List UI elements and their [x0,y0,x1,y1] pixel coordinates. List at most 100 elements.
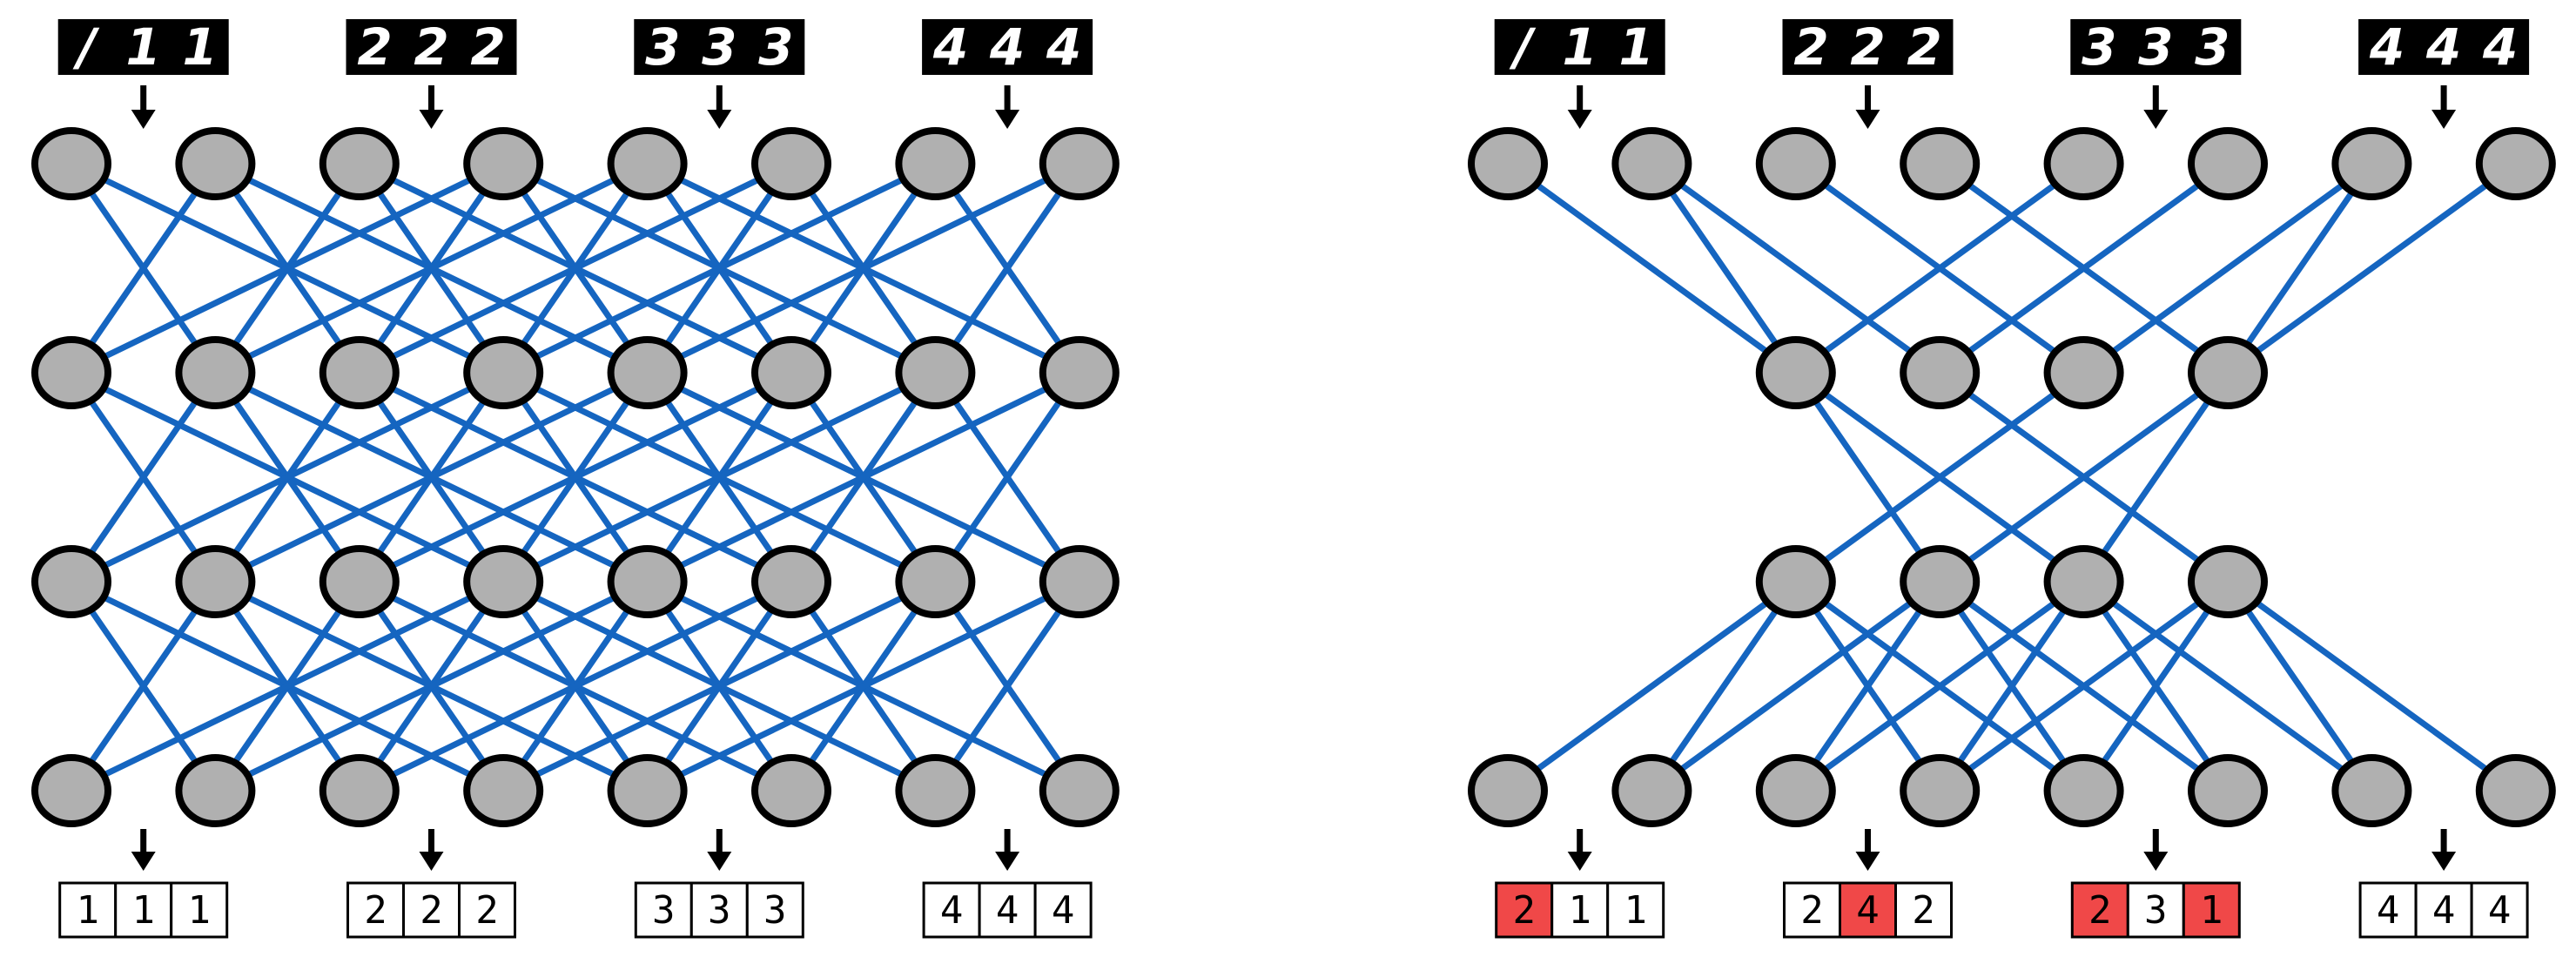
down-arrow-icon [1567,85,1592,129]
down-arrow-icon [707,829,732,871]
connections [68,160,1083,794]
neuron-node [751,545,831,618]
neuron-node [463,127,544,200]
connection-edge [68,160,507,376]
connection-edge [500,160,938,376]
connection-edge [356,160,795,376]
connection-edge [2081,578,2375,794]
connection-edge [1792,578,2088,794]
digit-glyph: 3 [2082,17,2116,77]
output-cell [2470,881,2529,939]
output-cell [458,881,516,939]
digit-glyph: 1 [1563,17,1597,77]
output-digit: 2 [1800,888,1824,933]
down-arrow-icon [707,85,732,129]
neuron-node [1039,336,1120,409]
connection-edge [1648,160,1799,376]
connection-edge [2224,160,2375,376]
neuron-node [2475,127,2556,200]
digit-glyph: 4 [1046,17,1081,77]
neuron-node [2043,545,2124,618]
neuron-node [31,336,111,409]
output-digit: 1 [2200,888,2223,933]
neuron-node [175,754,256,827]
connection-edge [1936,578,2231,794]
digit-glyph: / [1509,17,1537,77]
neuron-node [31,754,111,827]
digit-glyph: 4 [2482,17,2518,77]
output-cell [745,881,804,939]
connection-edge [1792,160,2088,376]
neuron-node [2188,545,2268,618]
neuron-node [607,545,688,618]
output-digit: 1 [1568,888,1591,933]
error-cell [1495,881,1554,939]
neuron-node [1611,754,1692,827]
connection-edge [1648,578,1943,794]
neuron-node [751,754,831,827]
output-cell [2358,881,2418,939]
neuron-node [2475,754,2556,827]
output-digit: 1 [1624,888,1647,933]
neuron-node [607,754,688,827]
error-cell [2182,881,2241,939]
output-digit: 3 [708,888,731,933]
output-digit: 4 [1052,888,1075,933]
output-digit: 2 [364,888,387,933]
digit-glyph: 4 [2369,17,2404,77]
neuron-node [319,127,400,200]
layer-2 [31,336,1120,409]
neuron-node [1039,127,1120,200]
neuron-node [319,754,400,827]
connection-edge [1936,578,2088,794]
output-digit: 4 [940,888,964,933]
digit-glyph: 2 [1793,17,1828,77]
connection-edge [2081,578,2231,794]
neuron-node [895,336,976,409]
connection-edge [644,160,1083,376]
neuron-node [2188,336,2268,409]
digit-glyph: 1 [183,17,218,77]
digit-glyph: 2 [414,17,448,77]
connection-edge [2081,160,2375,376]
digit-glyph: 4 [989,17,1025,77]
digit-glyph: 3 [758,17,793,77]
connection-edge [932,369,1083,585]
down-arrow-icon [2143,829,2169,871]
connection-edge [212,578,651,794]
connection-edge [1792,369,1943,585]
output-digit: 1 [76,888,99,933]
digit-glyph: / [72,17,100,77]
output-digit: 3 [2144,888,2168,933]
down-arrow-icon [419,829,444,871]
neuron-node [2188,754,2268,827]
digit-glyph: 2 [357,17,392,77]
connection-edge [2224,578,2519,794]
digit-glyph: 3 [2195,17,2230,77]
digit-glyph: 3 [702,17,736,77]
neuron-node [895,754,976,827]
output-cell [114,881,173,939]
digit-glyph: 1 [1619,17,1654,77]
neuron-node [895,545,976,618]
connection-edge [644,578,1083,794]
connection-edge [356,369,795,585]
neuron-node [2331,754,2412,827]
digit-glyph: 2 [470,17,505,77]
connection-edge [1504,578,1799,794]
neuron-node [2043,127,2124,200]
layer-1 [1468,127,2556,200]
neuron-node [31,545,111,618]
